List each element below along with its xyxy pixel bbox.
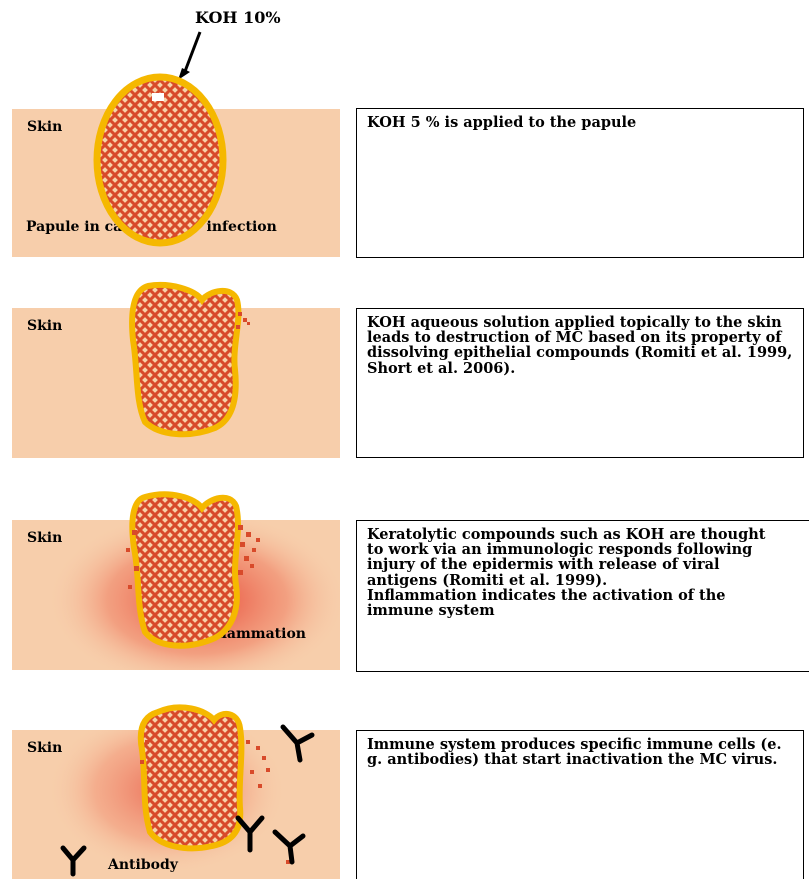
skin-panel-2: Skin bbox=[12, 308, 340, 458]
step-4-desc: Immune system produces specific immune c… bbox=[367, 736, 782, 769]
arrow-down-icon bbox=[178, 31, 202, 80]
skin-label: Skin bbox=[27, 318, 63, 334]
step-1-desc: KOH 5 % is applied to the papule bbox=[367, 114, 637, 131]
skin-panel-4: Skin Antibody bbox=[12, 730, 340, 879]
step-2-desc: KOH aqueous solution applied topically t… bbox=[367, 314, 793, 377]
step-3-line-1: Keratolytic compounds such as KOH are th… bbox=[367, 526, 766, 543]
step-4-text: Immune system produces specific immune c… bbox=[356, 730, 804, 879]
step-3-line-2: to work via an immunologic responds foll… bbox=[367, 541, 753, 559]
papule-caption: Papule in case of MCV infection bbox=[26, 219, 277, 235]
step-3-line-4: antigens (Romiti et al. 1999). bbox=[367, 571, 608, 589]
step-3-line-5: Inflammation indicates the activation of… bbox=[367, 586, 726, 604]
skin-label: Skin bbox=[27, 740, 63, 756]
step-1-text: KOH 5 % is applied to the papule bbox=[356, 108, 804, 258]
koh-10-label: KOH 10% bbox=[195, 8, 281, 27]
antibody-label: Antibody bbox=[108, 857, 178, 873]
inflammation-label: Inflammation bbox=[200, 626, 306, 642]
skin-label: Skin bbox=[27, 119, 63, 135]
step-3-line-3: injury of the epidermis with release of … bbox=[367, 556, 720, 574]
skin-panel-3: Skin Inflammation bbox=[12, 520, 340, 670]
step-3-text: Keratolytic compounds such as KOH are th… bbox=[356, 520, 809, 672]
step-2-text: KOH aqueous solution applied topically t… bbox=[356, 308, 804, 458]
skin-label: Skin bbox=[27, 530, 63, 546]
skin-panel-1: Skin Papule in case of MCV infection bbox=[12, 109, 340, 257]
step-3-line-6: immune system bbox=[367, 602, 495, 620]
